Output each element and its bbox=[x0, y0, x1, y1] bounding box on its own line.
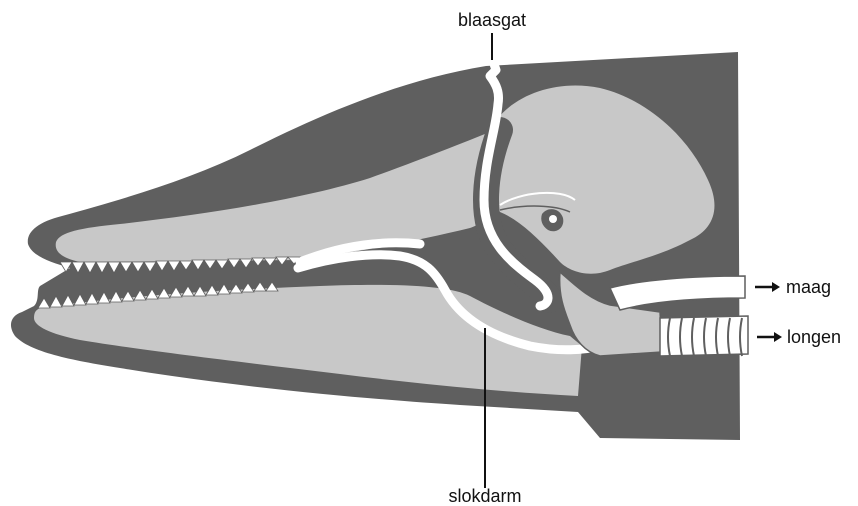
label-esophagus: slokdarm bbox=[448, 486, 521, 506]
stomach-arrow-icon bbox=[755, 282, 780, 292]
label-lungs: longen bbox=[787, 327, 841, 347]
lungs-arrow-icon bbox=[757, 332, 782, 342]
label-stomach: maag bbox=[786, 277, 831, 297]
label-blowhole: blaasgat bbox=[458, 10, 526, 30]
